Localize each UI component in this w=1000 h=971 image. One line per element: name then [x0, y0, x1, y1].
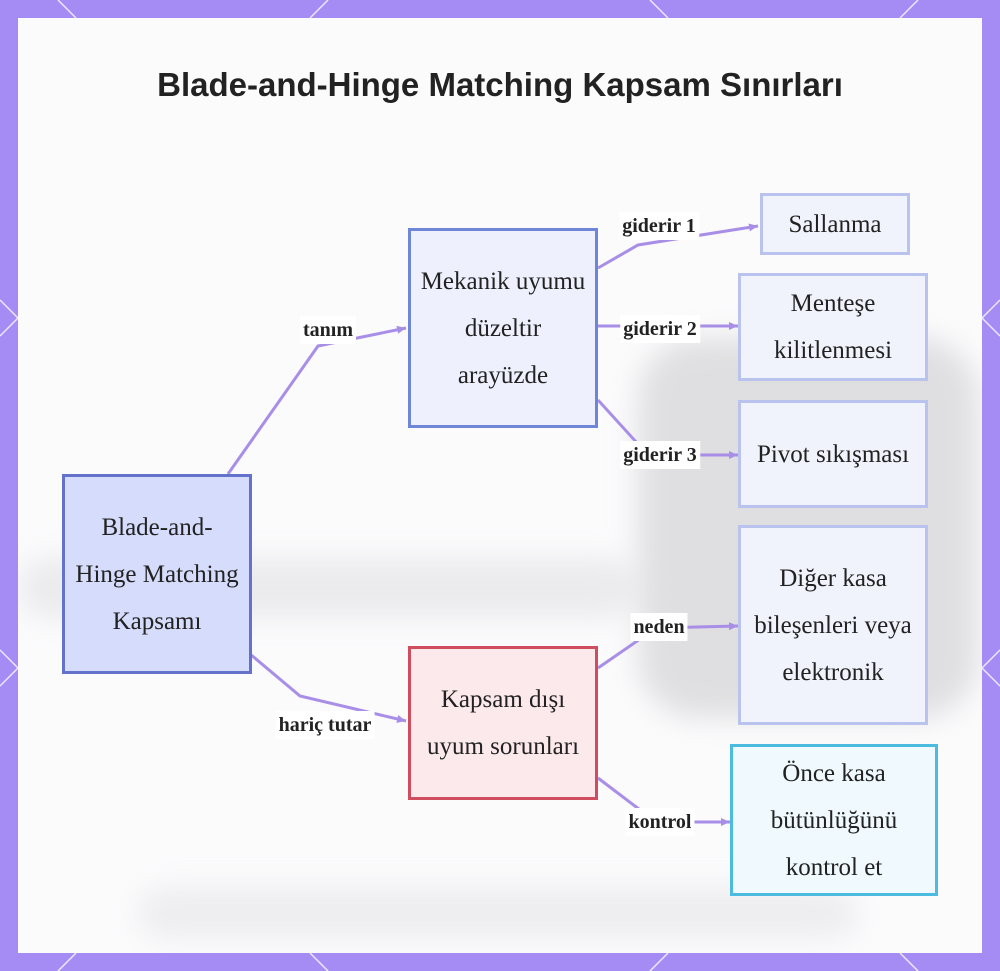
blurred-background-shape: [138, 888, 858, 938]
node-once-kasa[interactable]: Önce kasa bütünlüğünü kontrol et: [730, 744, 938, 896]
edge-label-giderir-3: giderir 3: [620, 441, 700, 469]
edge-label-giderir-2: giderir 2: [620, 315, 700, 343]
node-pivot-sikismasi[interactable]: Pivot sıkışması: [738, 400, 928, 508]
edge-label-tanim: tanım: [300, 316, 356, 344]
node-mentese-kilitlenmesi[interactable]: Menteşe kilitlenmesi: [738, 273, 928, 381]
edge-label-kontrol: kontrol: [625, 808, 695, 836]
node-kapsam-disi[interactable]: Kapsam dışı uyum sorunları: [408, 646, 598, 800]
edge-giderir-1: [597, 223, 759, 270]
edge-label-giderir-1: giderir 1: [619, 212, 699, 240]
diagram-title: Blade-and-Hinge Matching Kapsam Sınırlar…: [157, 66, 843, 103]
node-root-kapsam[interactable]: Blade-and- Hinge Matching Kapsamı: [62, 474, 252, 674]
node-diger-kasa[interactable]: Diğer kasa bileşenleri veya elektronik: [738, 525, 928, 725]
edge-label-haric-tutar: hariç tutar: [275, 711, 375, 739]
edge-label-neden: neden: [630, 613, 688, 641]
diagram-canvas: Blade-and-Hinge Matching Kapsam Sınırlar…: [18, 18, 982, 953]
edge-tanim: [226, 325, 407, 475]
node-sallanma[interactable]: Sallanma: [760, 193, 910, 255]
node-mekanik-uyum[interactable]: Mekanik uyumu düzeltir arayüzde: [408, 228, 598, 428]
